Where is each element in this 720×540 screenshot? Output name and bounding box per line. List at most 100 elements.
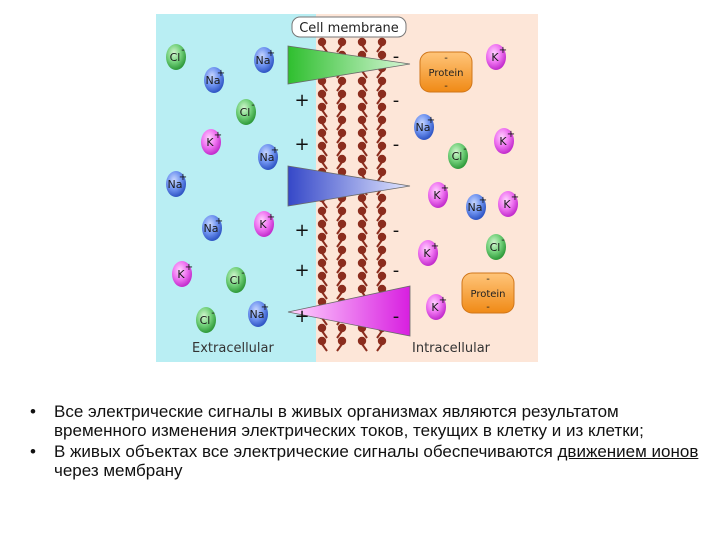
lipid-head [357, 115, 367, 125]
na-ion: Na+ [166, 171, 187, 197]
lipid-tail [376, 122, 383, 131]
lipid-tail [336, 343, 343, 352]
lipid-tail [361, 44, 368, 53]
ion-symbol: Na [204, 222, 219, 235]
na-ion: Na+ [466, 194, 487, 220]
cl-ion-body [226, 267, 246, 293]
lipid-tail [321, 330, 328, 339]
lipid-tail [376, 109, 383, 118]
lipid-head [357, 102, 367, 112]
ion-symbol: Cl [490, 241, 501, 254]
ion-symbol: K [431, 301, 439, 314]
k-ion-body [426, 294, 446, 320]
ion-charge: + [427, 115, 435, 126]
positive-charge: + [294, 90, 309, 111]
ion-symbol: Na [168, 178, 183, 191]
lipid-head [337, 141, 347, 151]
protein-charge: - [486, 302, 490, 313]
positive-charge: + [294, 134, 309, 155]
ion-symbol: K [433, 189, 441, 202]
lipid-head [377, 271, 387, 281]
cl-ion: Cl- [226, 267, 246, 293]
na-ion-body [248, 301, 268, 327]
k-ion: K+ [498, 191, 519, 217]
lipid-head [357, 219, 367, 229]
lipid-head [337, 115, 347, 125]
lipid-tail [336, 135, 343, 144]
cl-ion-body [448, 143, 468, 169]
lipid-head [337, 37, 347, 47]
lipid-tail [336, 96, 343, 105]
lipid-tail [376, 161, 383, 170]
lipid-head [377, 89, 387, 99]
lipid-tail [336, 330, 343, 339]
ion-symbol: Cl [452, 150, 463, 163]
k-ion-body [428, 182, 448, 208]
membrane-diagram-svg: Cell membrane +++++ ------ Cl-Na+Na+Cl-K… [156, 14, 538, 362]
ion-charge: + [267, 212, 275, 223]
lipid-head [337, 219, 347, 229]
lipid-head [377, 219, 387, 229]
cl-ion: Cl- [448, 143, 468, 169]
lipid-tail [321, 122, 328, 131]
k-ion-body [486, 44, 506, 70]
membrane-title-box: Cell membrane [291, 16, 407, 38]
lipid-tail [361, 330, 368, 339]
ion-charge: + [215, 216, 223, 227]
ion-symbol: Cl [200, 314, 211, 327]
lipid-tail [361, 70, 368, 79]
lipid-head [317, 89, 327, 99]
k-ion: K+ [254, 211, 275, 237]
k-ion-body [172, 261, 192, 287]
lipid-tail [376, 44, 383, 53]
bullet-marker: • [30, 402, 36, 421]
protein-label: Protein [470, 289, 505, 300]
lipid-head [377, 115, 387, 125]
cl-ion: Cl- [196, 307, 216, 333]
bullet-text-2-underlined: движением ионов [557, 442, 699, 461]
lipid-head [377, 193, 387, 203]
outside-charges: +++++ [294, 90, 309, 327]
ion-charge: - [463, 144, 467, 155]
lipid-tail [376, 278, 383, 287]
ion-charge: + [431, 241, 439, 252]
lipid-head [317, 154, 327, 164]
lipid-head [377, 206, 387, 216]
lipid-head [337, 245, 347, 255]
lipid-head [357, 284, 367, 294]
lipid-tail [361, 265, 368, 274]
lipid-tail [336, 213, 343, 222]
lipid-tail [321, 83, 328, 92]
lipid-head [337, 336, 347, 346]
lipid-tail [376, 96, 383, 105]
ion-charge: - [211, 308, 215, 319]
lipid-head [337, 258, 347, 268]
lipid-head [337, 284, 347, 294]
lipid-tail [361, 278, 368, 287]
lipid-head [317, 271, 327, 281]
negative-charge: - [393, 46, 400, 67]
lipid-head [317, 206, 327, 216]
na-ion: Na+ [248, 301, 269, 327]
lipid-tail [361, 83, 368, 92]
lipid-head [377, 336, 387, 346]
lipid-tail [336, 265, 343, 274]
lipid-tail [321, 226, 328, 235]
k-ion: K+ [486, 44, 507, 70]
ion-symbol: Na [250, 308, 265, 321]
na-ion-body [166, 171, 186, 197]
lipid-head [357, 336, 367, 346]
lipid-head [377, 232, 387, 242]
ion-charge: + [267, 48, 275, 59]
inside-charges: ------ [393, 46, 400, 327]
k-ion-body [498, 191, 518, 217]
k-ion: K+ [172, 261, 193, 287]
ion-symbol: Na [256, 54, 271, 67]
lipid-head [357, 245, 367, 255]
lipid-head [377, 167, 387, 177]
lipid-tail [361, 161, 368, 170]
lipid-tail [336, 226, 343, 235]
lipid-tail [321, 96, 328, 105]
protein-charge: - [444, 53, 448, 64]
negative-charge: - [393, 134, 400, 155]
